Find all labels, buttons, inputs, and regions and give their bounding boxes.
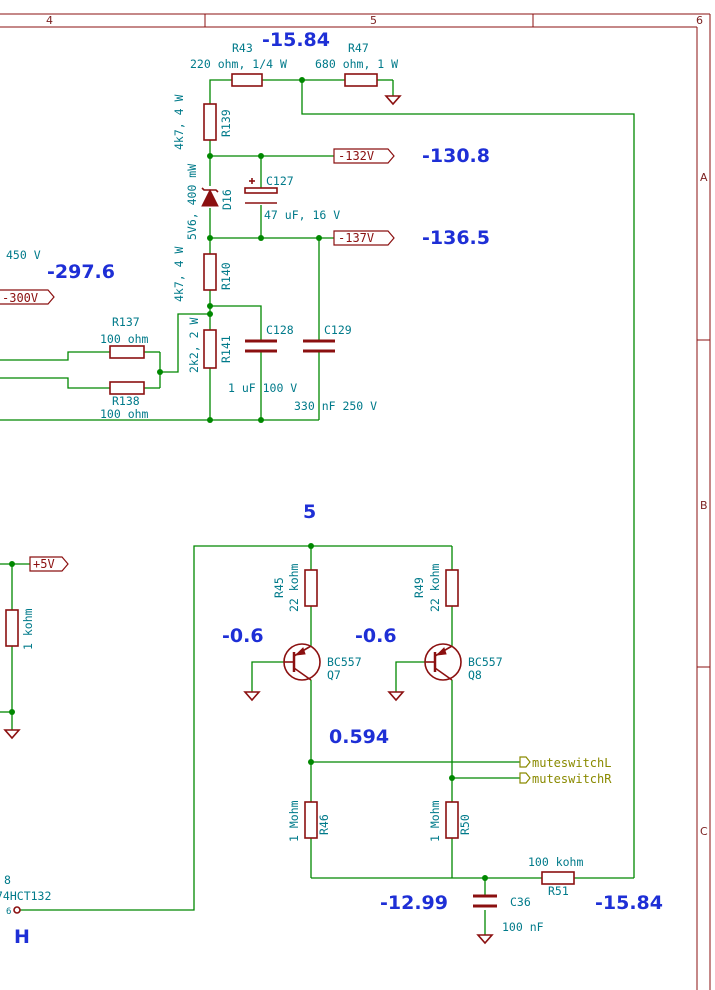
r140-ref: R140 bbox=[219, 262, 233, 290]
r43-value: 220 ohm, 1/4 W bbox=[190, 57, 287, 71]
c127-value: 47 uF, 16 V bbox=[264, 208, 340, 222]
gate-part: 74HCT132 bbox=[0, 889, 51, 903]
gate-output-bubble bbox=[13, 906, 21, 914]
r45-ref: R45 bbox=[272, 577, 286, 598]
transistor-q7 bbox=[283, 643, 321, 681]
resistor-left-1k bbox=[5, 609, 19, 647]
resistor-r137 bbox=[109, 345, 145, 359]
frame-row-b: B bbox=[700, 499, 708, 512]
svg-text:-132V: -132V bbox=[338, 149, 374, 163]
r141-ref: R141 bbox=[219, 335, 233, 363]
d16-ref: D16 bbox=[220, 189, 234, 210]
measure-r51-node: -15.84 bbox=[595, 892, 663, 914]
r47-value: 680 ohm, 1 W bbox=[315, 57, 398, 71]
r141-value: 2k2, 2 W bbox=[187, 318, 201, 373]
netlabel-137v: -137V bbox=[333, 230, 395, 246]
r137-value: 100 ohm bbox=[100, 332, 149, 346]
measure-q8-base: -0.6 bbox=[355, 625, 397, 647]
measure-c36-node: -12.99 bbox=[380, 892, 448, 914]
r49-value: 22 kohm bbox=[428, 563, 442, 612]
capacitor-c36 bbox=[473, 894, 497, 908]
frame-col-6: 6 bbox=[696, 14, 703, 27]
svg-text:muteswitchL: muteswitchL bbox=[532, 756, 611, 770]
r51-ref: R51 bbox=[548, 884, 569, 898]
r45-value: 22 kohm bbox=[287, 563, 301, 612]
capacitor-c129 bbox=[303, 339, 335, 353]
gate-pin: 6 bbox=[6, 907, 11, 917]
r46-ref: R46 bbox=[317, 814, 331, 835]
svg-text:muteswitchR: muteswitchR bbox=[532, 772, 612, 786]
r139-ref: R139 bbox=[219, 109, 233, 137]
r138-ref: R138 bbox=[112, 394, 140, 408]
resistor-r43 bbox=[231, 73, 263, 87]
resistor-r138 bbox=[109, 381, 145, 395]
r46-value: 1 Mohm bbox=[287, 800, 301, 842]
measure-top: -15.84 bbox=[262, 29, 330, 51]
r43-ref: R43 bbox=[232, 41, 253, 55]
svg-text:-137V: -137V bbox=[338, 231, 374, 245]
hier-label-muteswitch-l: muteswitchL bbox=[519, 756, 611, 770]
left-resistor-value: 1 kohm bbox=[21, 608, 35, 650]
r139-value: 4k7, 4 W bbox=[172, 95, 186, 150]
c128-value: 1 uF 100 V bbox=[228, 381, 297, 395]
transistor-q8 bbox=[424, 643, 462, 681]
frame-row-c: C bbox=[700, 825, 708, 838]
c128-ref: C128 bbox=[266, 323, 294, 337]
d16-value: 5V6, 400 mW bbox=[185, 164, 199, 240]
resistor-r46 bbox=[304, 801, 318, 839]
netlabel-plus5v: +5V bbox=[29, 556, 69, 572]
left-voltage-rating: 450 V bbox=[6, 248, 41, 262]
measure-node-137: -136.5 bbox=[422, 227, 490, 249]
c36-value: 100 nF bbox=[502, 920, 544, 934]
resistor-r49 bbox=[445, 569, 459, 607]
r140-value: 4k7, 4 W bbox=[172, 247, 186, 302]
resistor-r141 bbox=[203, 329, 217, 369]
c127-ref: C127 bbox=[266, 174, 294, 188]
r138-value: 100 ohm bbox=[100, 407, 149, 421]
c36-ref: C36 bbox=[510, 895, 531, 909]
capacitor-c127 bbox=[244, 178, 278, 204]
measure-collector: 0.594 bbox=[329, 726, 389, 748]
resistor-r45 bbox=[304, 569, 318, 607]
q7-type: BC557 bbox=[327, 655, 362, 669]
hier-label-muteswitch-r: muteswitchR bbox=[519, 772, 612, 786]
gate-ref: 8 bbox=[4, 873, 11, 887]
wires bbox=[0, 79, 635, 935]
c129-ref: C129 bbox=[324, 323, 352, 337]
mark-h: H bbox=[14, 926, 30, 948]
c129-value: 330 nF 250 V bbox=[294, 399, 377, 413]
r49-ref: R49 bbox=[412, 577, 426, 598]
frame-col-5: 5 bbox=[370, 14, 377, 27]
svg-text:-300V: -300V bbox=[2, 291, 38, 305]
measure-node-300: -297.6 bbox=[47, 261, 115, 283]
frame-row-a: A bbox=[700, 171, 708, 184]
ground-symbols bbox=[3, 95, 494, 945]
zener-diode-d16 bbox=[201, 187, 219, 207]
resistor-r51 bbox=[541, 871, 575, 885]
r50-ref: R50 bbox=[458, 814, 472, 835]
r137-ref: R137 bbox=[112, 315, 140, 329]
sheet-frame: 4 5 6 A B C bbox=[0, 13, 711, 990]
measure-q7-base: -0.6 bbox=[222, 625, 264, 647]
resistor-r50 bbox=[445, 801, 459, 839]
capacitor-c128 bbox=[245, 339, 277, 353]
netlabel-300v: -300V bbox=[0, 289, 55, 305]
frame-col-4: 4 bbox=[46, 14, 53, 27]
q7-ref: Q7 bbox=[327, 668, 341, 682]
r47-ref: R47 bbox=[348, 41, 369, 55]
q8-type: BC557 bbox=[468, 655, 503, 669]
measure-supply-5: 5 bbox=[303, 501, 316, 523]
measure-node-132: -130.8 bbox=[422, 145, 490, 167]
r50-value: 1 Mohm bbox=[428, 800, 442, 842]
junctions bbox=[9, 77, 488, 881]
r51-value: 100 kohm bbox=[528, 855, 583, 869]
netlabel-132v: -132V bbox=[333, 148, 395, 164]
resistor-r139 bbox=[203, 103, 217, 141]
q8-ref: Q8 bbox=[468, 668, 482, 682]
svg-text:+5V: +5V bbox=[33, 557, 55, 571]
resistor-r47 bbox=[344, 73, 378, 87]
resistor-r140 bbox=[203, 253, 217, 291]
